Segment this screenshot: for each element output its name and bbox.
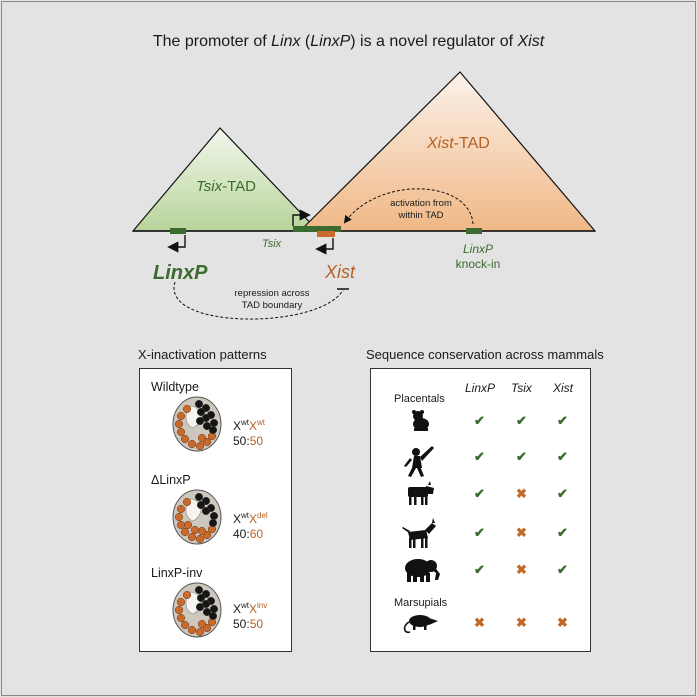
tsix-gene-label: Tsix <box>262 238 282 250</box>
tsix-tad-label: Tsix-TAD <box>196 178 257 195</box>
conservation-panel <box>370 368 591 652</box>
tsix-gene <box>293 226 341 232</box>
x-inactivation-title: X-inactivation patterns <box>138 347 267 362</box>
elephant-icon <box>405 559 440 582</box>
embryo-icon <box>172 582 222 638</box>
group-marsupials: Marsupials <box>394 597 448 609</box>
conservation-title: Sequence conservation across mammals <box>366 347 604 362</box>
monkey-icon <box>404 446 434 477</box>
column-header-linxp: LinxP <box>465 381 496 395</box>
check-icon: ✔ <box>474 413 485 428</box>
linxp-gene <box>170 228 186 234</box>
column-header-tsix: Tsix <box>511 381 532 395</box>
ratio: 40:60 <box>233 527 264 541</box>
xist-tad-label: Xist-TAD <box>427 135 490 152</box>
cross-icon: ✖ <box>516 615 527 630</box>
embryo-icon <box>172 489 222 545</box>
genotype-label: LinxP-inv <box>151 566 203 580</box>
hamster-icon <box>412 410 429 431</box>
cross-icon: ✖ <box>516 562 527 577</box>
check-icon: ✔ <box>474 486 485 501</box>
cross-icon: ✖ <box>474 615 485 630</box>
dog-icon <box>402 518 436 548</box>
xist-gene <box>317 231 335 237</box>
check-icon: ✔ <box>557 486 568 501</box>
cross-icon: ✖ <box>516 486 527 501</box>
check-icon: ✔ <box>557 449 568 464</box>
repression-arc <box>173 281 344 320</box>
figure-title: The promoter of Linx (LinxP) is a novel … <box>152 33 545 50</box>
embryo-icon <box>172 396 222 452</box>
genotype-label: Wildtype <box>151 380 199 394</box>
cross-icon: ✖ <box>516 525 527 540</box>
column-header-xist: Xist <box>553 381 574 395</box>
check-icon: ✔ <box>557 562 568 577</box>
check-icon: ✔ <box>557 413 568 428</box>
check-icon: ✔ <box>557 525 568 540</box>
check-icon: ✔ <box>474 562 485 577</box>
check-icon: ✔ <box>474 525 485 540</box>
xist-promoter-arrow <box>315 238 334 255</box>
linxp-promoter-arrow <box>167 235 186 253</box>
x-genotype: XwtXinv <box>233 601 268 616</box>
group-placentals: Placentals <box>394 393 445 405</box>
cow-icon <box>408 481 434 505</box>
x-genotype: XwtXwt <box>233 418 266 433</box>
opossum-icon <box>403 615 438 634</box>
tsix-promoter-arrow <box>292 209 311 226</box>
xist-gene-label: Xist <box>325 262 356 282</box>
check-icon: ✔ <box>474 449 485 464</box>
cross-icon: ✖ <box>557 615 568 630</box>
ratio: 50:50 <box>233 617 264 631</box>
check-icon: ✔ <box>516 413 527 428</box>
linxp-knockin-gene <box>466 228 482 234</box>
linxp-gene-label: LinxP <box>153 262 208 284</box>
x-genotype: XwtXdel <box>233 511 268 526</box>
genotype-label: ΔLinxP <box>151 473 191 487</box>
check-icon: ✔ <box>516 449 527 464</box>
ratio: 50:50 <box>233 434 264 448</box>
